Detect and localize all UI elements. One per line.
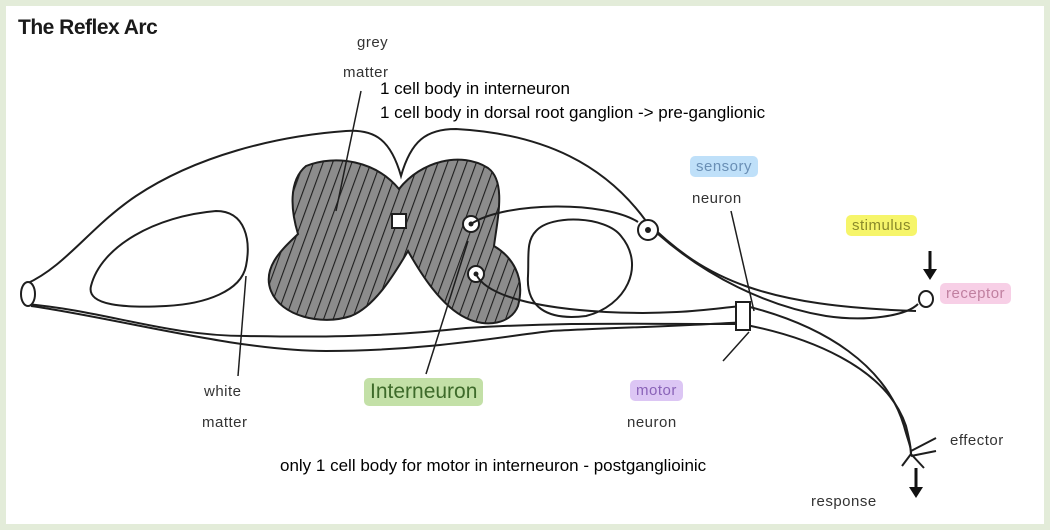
receptor-shape (918, 290, 934, 308)
stimulus-label: stimulus (846, 215, 918, 236)
white-matter-leader (237, 275, 247, 377)
motor-neuron-label: neuron (627, 414, 677, 431)
stimulus-arrow-icon (923, 251, 937, 280)
note-line-2: 1 cell body in dorsal root ganglion -> p… (380, 103, 766, 122)
motor-label: motor (630, 380, 683, 401)
white-matter-label-1: white (204, 383, 242, 400)
response-label: response (811, 493, 877, 510)
receptor-label: receptor (940, 283, 1012, 304)
effector-shape (901, 437, 937, 469)
effector-label: effector (950, 432, 1004, 449)
grey-matter-label-1: grey (357, 34, 389, 51)
reflex-arc-drawing (20, 90, 937, 498)
dorsal-root-ganglion (637, 219, 659, 241)
sensory-leader (730, 210, 755, 312)
motor-leader (722, 331, 750, 362)
note-line-3: only 1 cell body for motor in interneuro… (280, 456, 707, 475)
interneuron-label: Interneuron (364, 378, 484, 406)
white-matter-left (89, 209, 249, 308)
interneuron-leader (425, 240, 469, 375)
white-matter-label-2: matter (202, 414, 248, 431)
sensory-label: sensory (690, 156, 759, 177)
central-canal (391, 213, 407, 229)
diagram-title: The Reflex Arc (18, 16, 158, 39)
sensory-neuron-path (470, 205, 919, 320)
motor-cell-body (467, 265, 485, 283)
cord-end (20, 281, 36, 307)
white-matter-right (526, 218, 633, 318)
grey-matter-leader (335, 90, 362, 212)
nerve-junction (735, 301, 751, 331)
diagram-canvas: The Reflex Arc grey matter 1 cell body i… (6, 6, 1044, 524)
sensory-neuron-label: neuron (692, 190, 742, 207)
response-arrow-icon (909, 468, 923, 498)
grey-matter (267, 158, 522, 325)
grey-matter-label-2: matter (343, 64, 389, 81)
note-line-1: 1 cell body in interneuron (380, 79, 570, 98)
